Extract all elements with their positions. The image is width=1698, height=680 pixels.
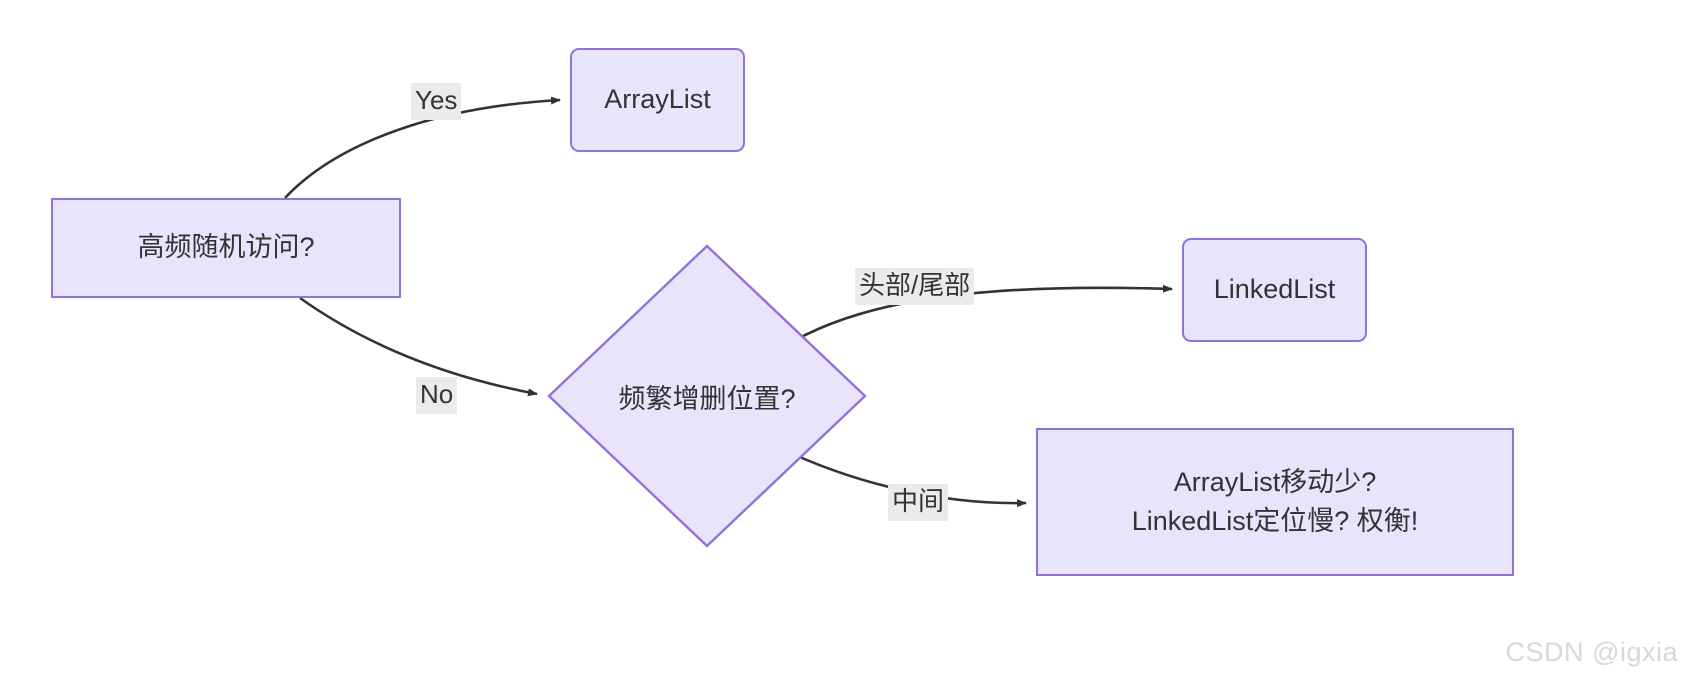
- diamond-shape: [547, 244, 867, 548]
- node-tradeoff-line-2: LinkedList定位慢? 权衡!: [1131, 506, 1419, 536]
- node-decision-insert-delete-position[interactable]: 频繁增删位置?: [547, 244, 867, 548]
- node-decision-label: 频繁增删位置?: [618, 383, 796, 414]
- node-arraylist[interactable]: ArrayList: [570, 48, 745, 152]
- node-high-frequency-random-access[interactable]: 高频随机访问?: [51, 198, 401, 298]
- node-tradeoff[interactable]: ArrayList移动少? LinkedList定位慢? 权衡!: [1036, 428, 1514, 576]
- csdn-watermark: CSDN @igxia: [1505, 637, 1678, 667]
- edge-label-middle: 中间: [888, 484, 949, 521]
- node-linkedlist[interactable]: LinkedList: [1182, 238, 1367, 342]
- node-tradeoff-line-1: ArrayList移动少?: [1173, 466, 1377, 497]
- edge-label-no: No: [416, 377, 458, 414]
- edge-label-head-tail: 头部/尾部: [855, 268, 975, 305]
- edge-label-yes: Yes: [411, 83, 462, 120]
